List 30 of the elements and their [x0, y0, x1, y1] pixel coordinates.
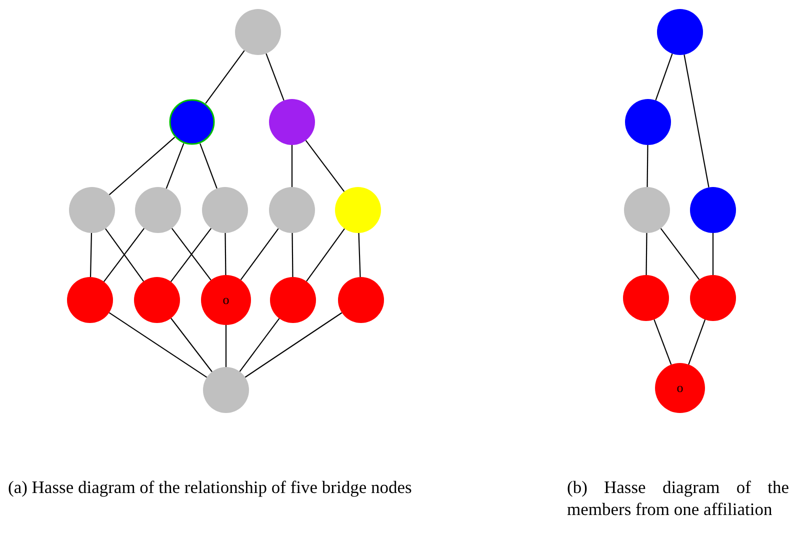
connector-line [654, 319, 672, 365]
connector-line [225, 325, 227, 367]
caption-text: (b) Hasse diagram of the members from one affiliation [567, 476, 789, 520]
connector-line [712, 233, 714, 275]
connector-line [240, 228, 279, 280]
connector-line [358, 232, 361, 278]
connector-line [166, 143, 184, 189]
connector-line [108, 136, 176, 196]
connector-line [305, 140, 345, 192]
connector-line [224, 233, 226, 275]
connector-line [266, 53, 284, 101]
connector-line [244, 312, 342, 378]
connector-line [646, 145, 648, 187]
connector-line [90, 232, 92, 278]
connector-line [688, 319, 706, 365]
connector-line [200, 143, 218, 189]
node-label: o [676, 380, 684, 396]
caption-text: (a) Hasse diagram of the relationship of five bridge nodes [8, 476, 413, 498]
connector-line [684, 54, 710, 188]
connector-line [205, 50, 245, 104]
connector-line [108, 312, 208, 378]
connector-line [170, 318, 212, 372]
connector-line [646, 233, 648, 275]
node-label: o [222, 292, 230, 308]
connector-line [292, 233, 294, 277]
connector-line [239, 318, 280, 372]
connector-line [655, 53, 673, 101]
connector-line [291, 145, 293, 187]
connector-line [660, 228, 700, 280]
connector-line [306, 228, 345, 282]
